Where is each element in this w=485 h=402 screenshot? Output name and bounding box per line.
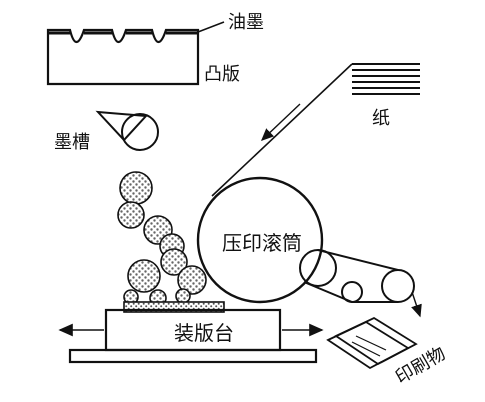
printed-matter-label: 印刷物 (392, 343, 449, 388)
ink-roller (117, 201, 145, 229)
paper-feed-arrow (260, 103, 301, 141)
impression-cylinder (196, 176, 324, 304)
delivery-belt (299, 249, 422, 318)
printed-sheets (326, 316, 418, 370)
ink-roller (127, 259, 161, 293)
impression-cylinder-label: 压印滚筒 (222, 231, 302, 255)
ink-roller-train (117, 171, 207, 307)
paper-feed-path (211, 63, 353, 197)
ink-roller (160, 248, 188, 276)
plate-label: 凸版 (204, 64, 240, 85)
ink-roller (119, 171, 153, 205)
bed-label: 装版台 (174, 321, 234, 345)
ink-label: 油墨 (228, 12, 264, 33)
paper-stack (352, 63, 420, 95)
paper-label: 纸 (372, 108, 390, 129)
type-forme (123, 301, 225, 313)
ink-roller (175, 288, 191, 304)
belt-roller (381, 269, 415, 303)
ink-fountain-roller (121, 113, 159, 151)
belt-roller (299, 249, 337, 287)
ink-trough-label: 墨槽 (54, 132, 90, 153)
relief-plate (46, 21, 225, 86)
ink-roller (177, 265, 207, 295)
bed (68, 301, 318, 364)
ink-trough (95, 110, 159, 151)
